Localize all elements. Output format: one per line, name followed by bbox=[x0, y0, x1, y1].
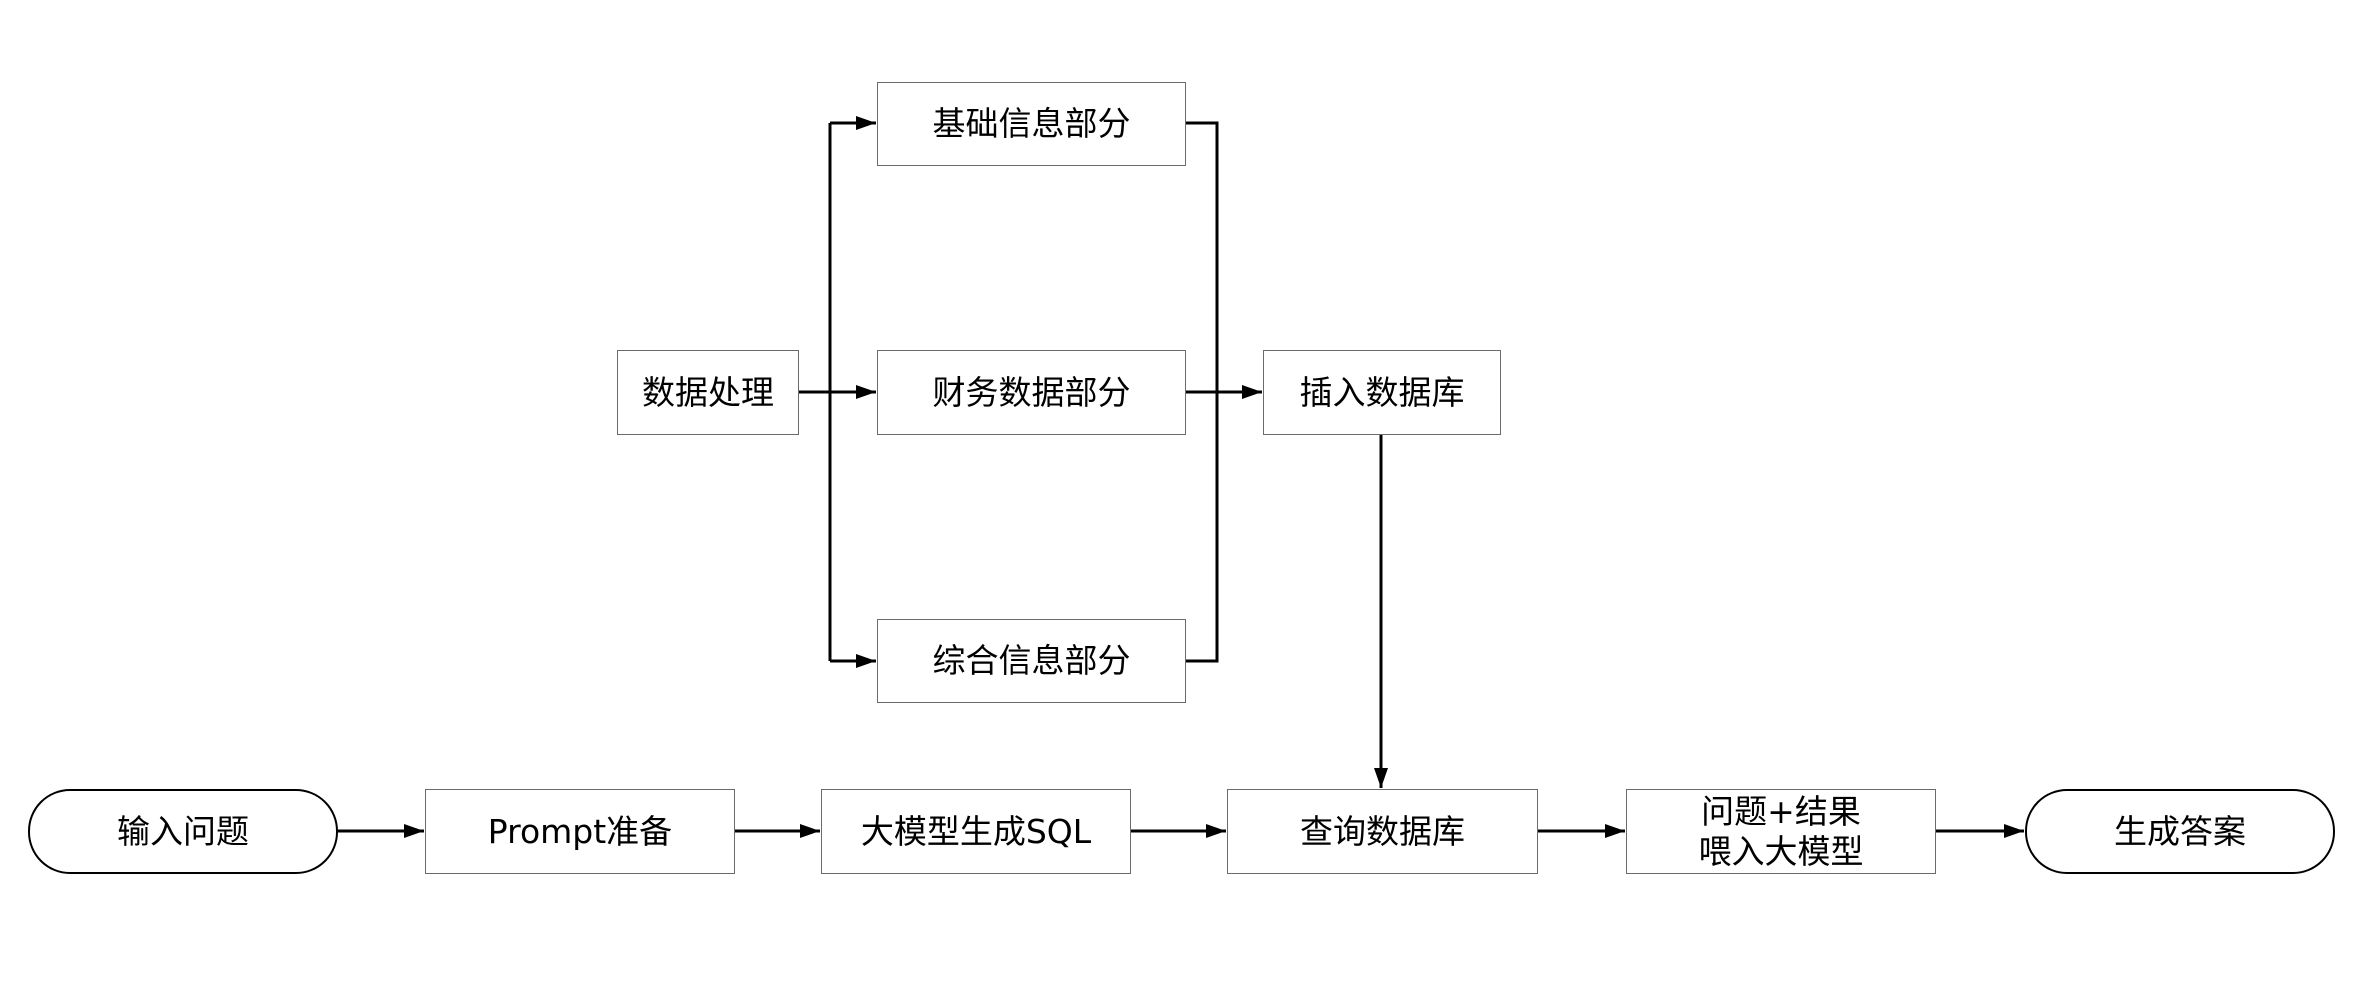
node-prompt-preparation: Prompt准备 bbox=[425, 789, 735, 874]
node-basic-info: 基础信息部分 bbox=[877, 82, 1186, 166]
node-insert-database: 插入数据库 bbox=[1263, 350, 1501, 435]
node-feed-llm-line2: 喂入大模型 bbox=[1698, 831, 1864, 871]
node-feed-llm: 问题+结果 喂入大模型 bbox=[1626, 789, 1936, 874]
node-feed-llm-line1: 问题+结果 bbox=[1701, 791, 1861, 831]
node-input-question: 输入问题 bbox=[28, 789, 338, 874]
node-composite-info: 综合信息部分 bbox=[877, 619, 1186, 703]
node-generate-answer: 生成答案 bbox=[2025, 789, 2335, 874]
node-data-processing: 数据处理 bbox=[617, 350, 799, 435]
node-financial-data: 财务数据部分 bbox=[877, 350, 1186, 435]
node-llm-generate-sql: 大模型生成SQL bbox=[821, 789, 1131, 874]
node-query-database: 查询数据库 bbox=[1227, 789, 1538, 874]
